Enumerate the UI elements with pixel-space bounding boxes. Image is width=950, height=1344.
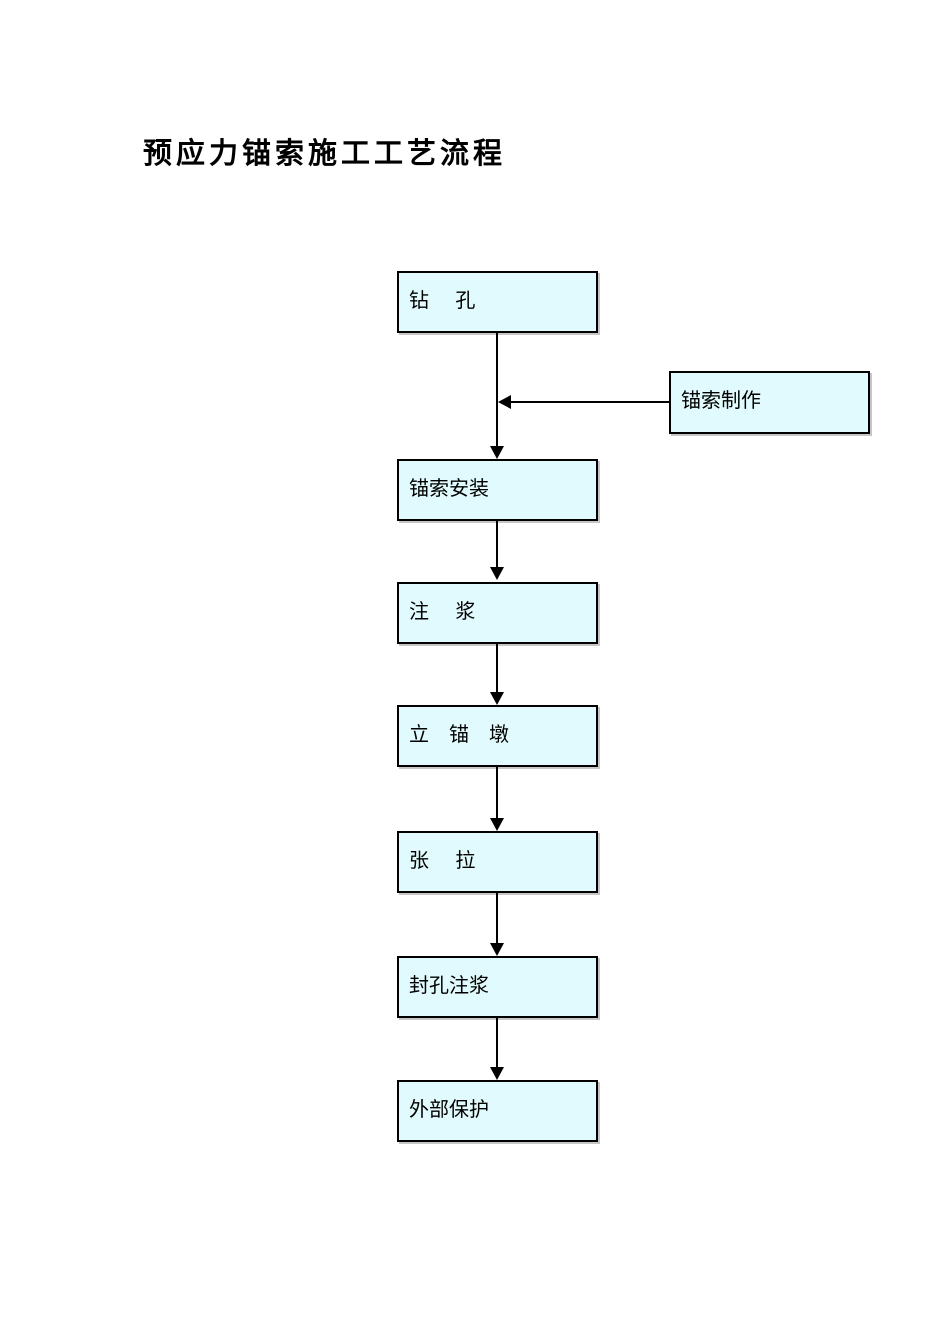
flow-node-anchor-fabrication: 锚索制作 xyxy=(669,371,870,434)
arrowhead-down-1 xyxy=(490,446,504,459)
flow-node-label: 立 锚 墩 xyxy=(409,722,509,746)
arrowhead-down-5 xyxy=(490,943,504,956)
arrowhead-down-3 xyxy=(490,692,504,705)
connector-line-6 xyxy=(496,1018,498,1067)
connector-line-side xyxy=(511,401,669,403)
flow-node-anchor-install: 锚索安装 xyxy=(397,459,598,521)
arrowhead-left-side xyxy=(498,395,511,409)
connector-line-5 xyxy=(496,893,498,943)
flow-node-label: 外部保护 xyxy=(409,1097,489,1121)
flow-node-label: 封孔注浆 xyxy=(409,973,489,997)
flow-node-anchor-pier: 立 锚 墩 xyxy=(397,705,598,767)
connector-line-3 xyxy=(496,644,498,692)
flow-node-label: 锚索安装 xyxy=(409,476,489,500)
flow-node-label: 张 拉 xyxy=(409,848,476,872)
flow-node-drilling: 钻 孔 xyxy=(397,271,598,333)
flow-node-label: 注 浆 xyxy=(409,599,476,623)
connector-line-2 xyxy=(496,520,498,567)
connector-line-1 xyxy=(496,333,498,446)
arrowhead-down-2 xyxy=(490,567,504,580)
arrowhead-down-6 xyxy=(490,1067,504,1080)
flow-node-tensioning: 张 拉 xyxy=(397,831,598,893)
connector-line-4 xyxy=(496,767,498,818)
flow-node-label: 锚索制作 xyxy=(681,388,761,412)
flow-node-grouting: 注 浆 xyxy=(397,582,598,644)
page-title: 预应力锚索施工工艺流程 xyxy=(143,136,507,170)
arrowhead-down-4 xyxy=(490,818,504,831)
flow-node-seal-hole-grouting: 封孔注浆 xyxy=(397,956,598,1018)
flow-node-label: 钻 孔 xyxy=(409,288,476,312)
flow-node-external-protection: 外部保护 xyxy=(397,1080,598,1142)
